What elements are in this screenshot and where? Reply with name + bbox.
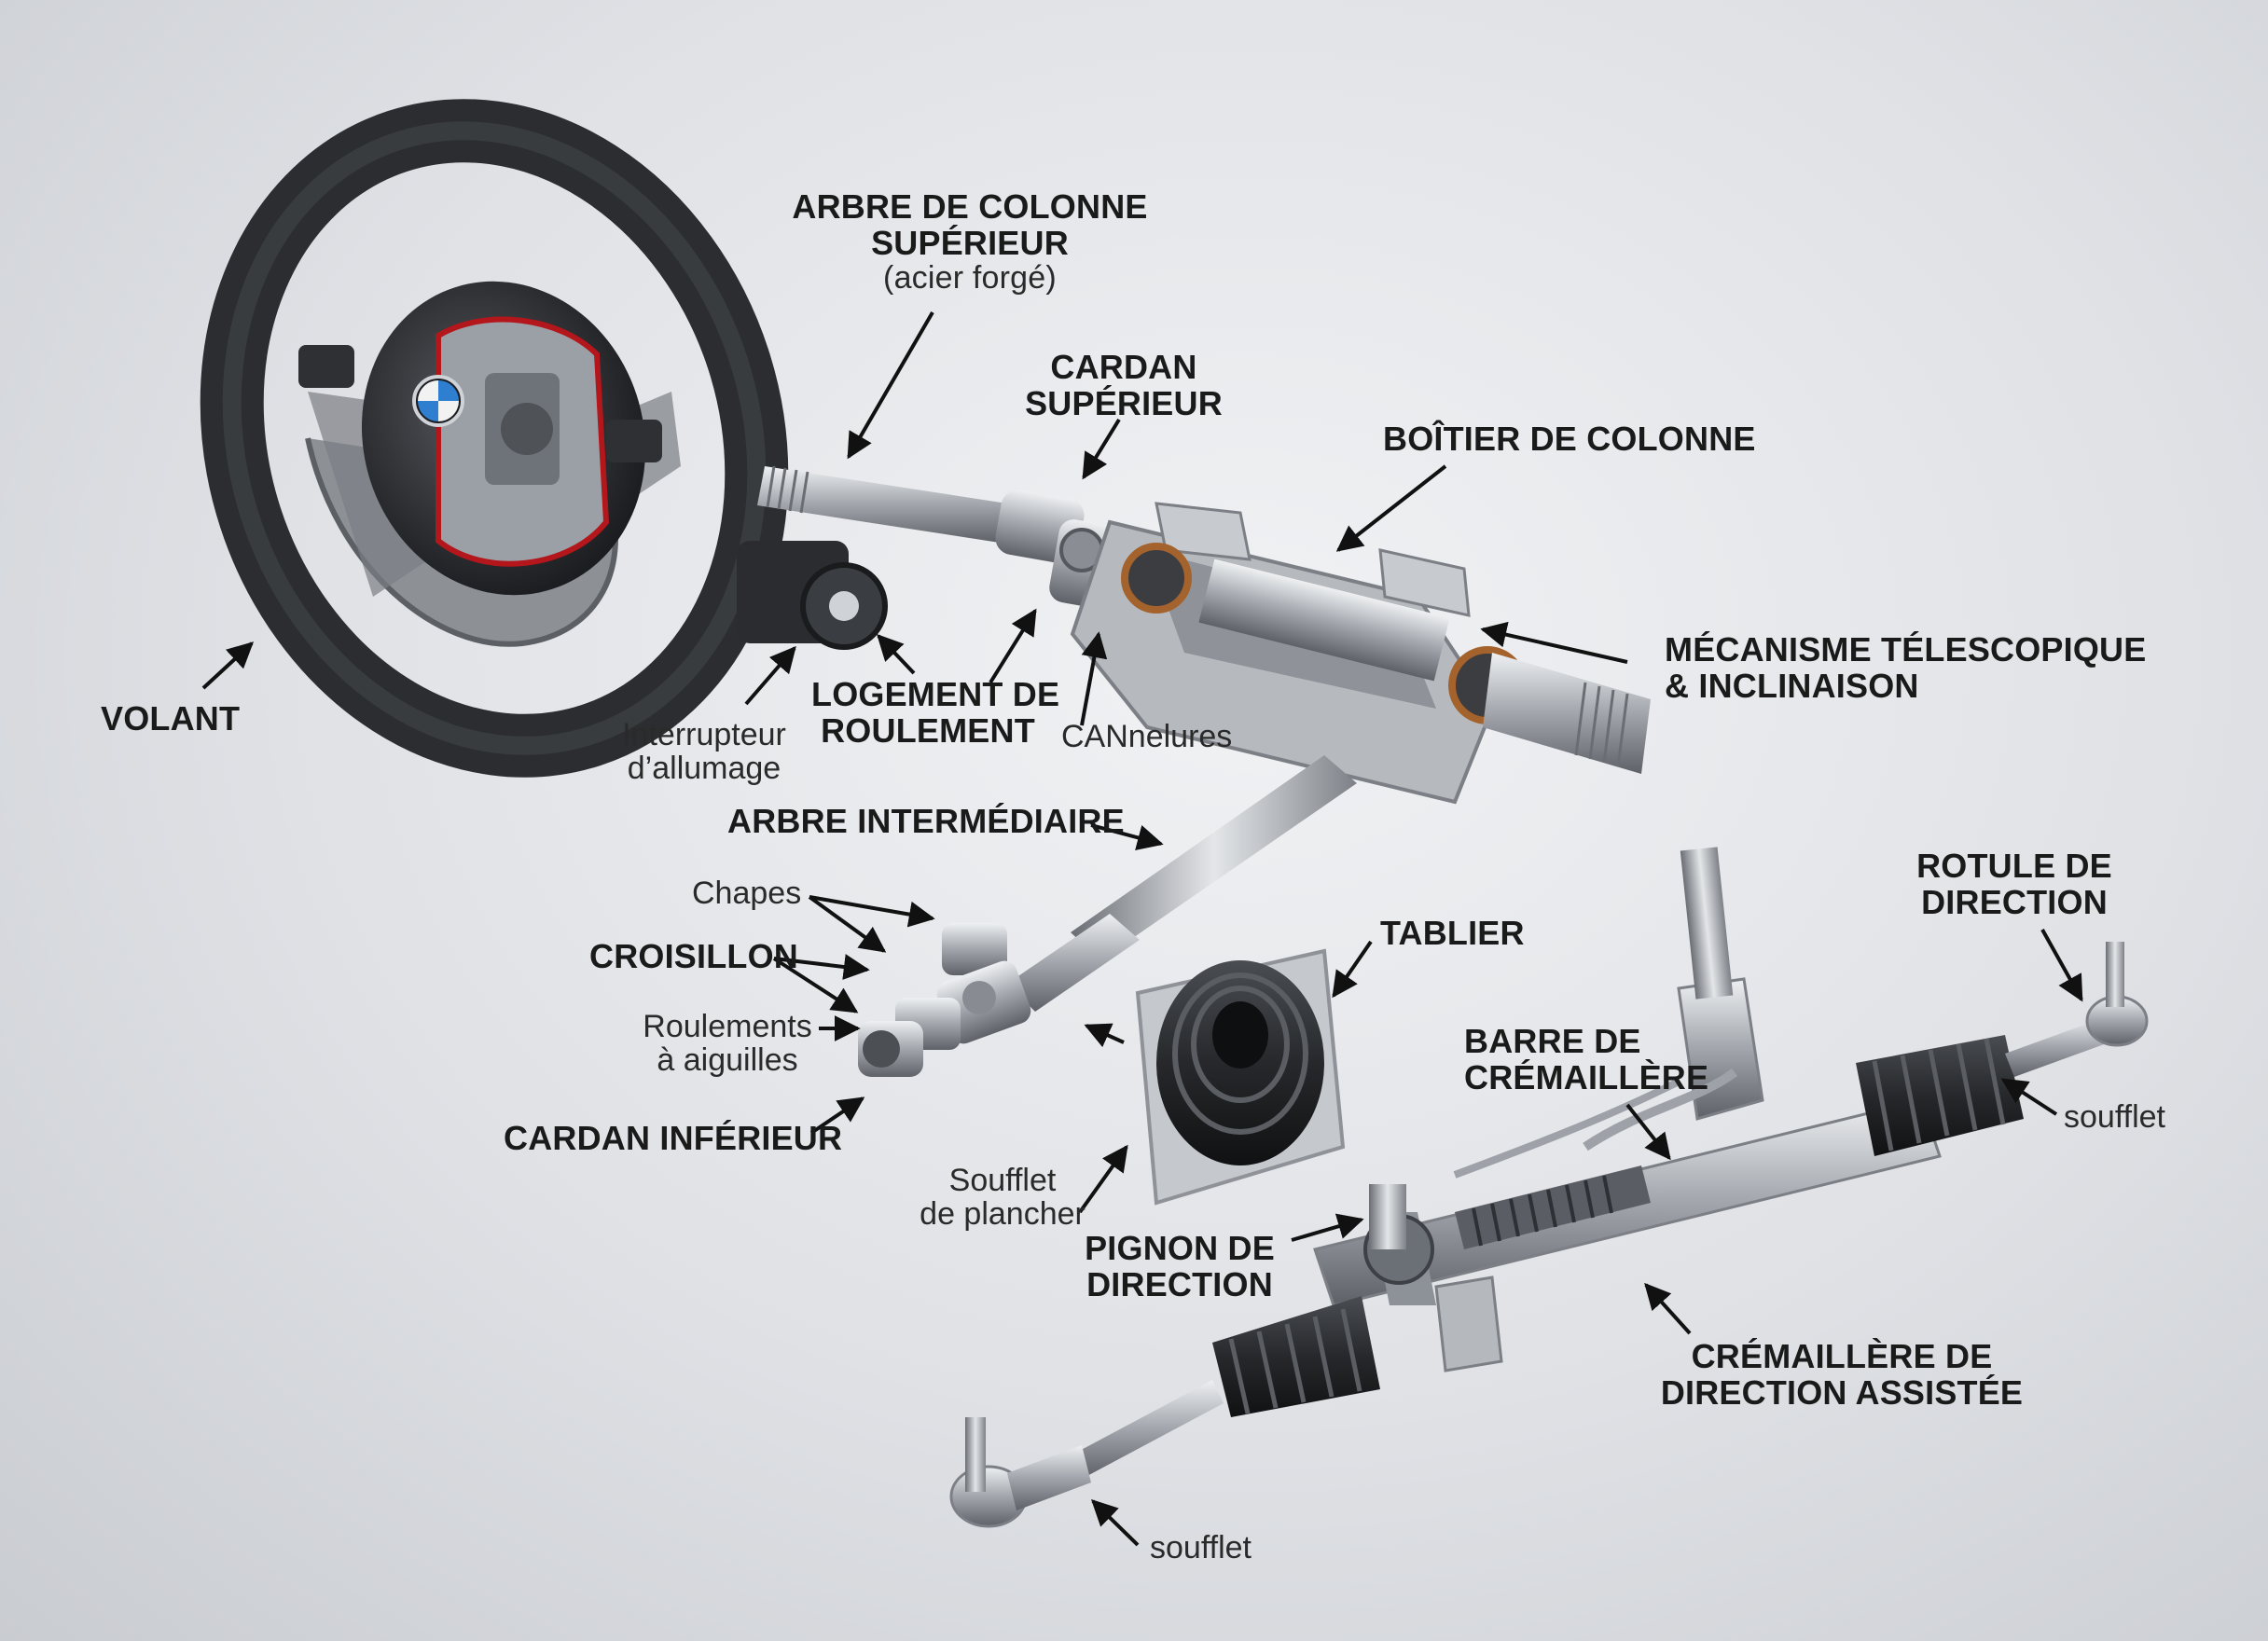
label-steering-pinion: PIGNON DE DIRECTION bbox=[1085, 1229, 1275, 1303]
label-cross-spider: CROISILLON bbox=[589, 937, 798, 975]
left-rack-boot bbox=[1212, 1296, 1380, 1417]
label-upper-column-shaft: ARBRE DE COLONNE SUPÉRIEUR (acier forgé) bbox=[788, 188, 1152, 296]
label-floor-boot: Soufflet de plancher bbox=[920, 1163, 1086, 1233]
label-power-steering-rack: CRÉMAILLÈRE DE DIRECTION ASSISTÉE bbox=[1660, 1337, 2024, 1412]
label-firewall: TABLIER bbox=[1380, 914, 1525, 952]
leader-arrows bbox=[201, 310, 2083, 1547]
label-needle-bearings: Roulements à aiguilles bbox=[643, 1009, 812, 1079]
floor-boot bbox=[1135, 948, 1346, 1206]
label-column-housing: BOÎTIER DE COLONNE bbox=[1383, 420, 1756, 458]
label-rack-bar: BARRE DE CRÉMAILLÈRE bbox=[1464, 1022, 1709, 1096]
label-left-boot: soufflet bbox=[1150, 1530, 1252, 1565]
intermediate-shaft bbox=[1007, 755, 1357, 1012]
label-upper-column-shaft-note: (acier forgé) bbox=[883, 260, 1057, 296]
label-lower-universal-joint: CARDAN INFÉRIEUR bbox=[504, 1119, 843, 1157]
upper-column-shaft bbox=[757, 465, 1007, 543]
label-splines: CANnelures bbox=[1061, 719, 1233, 754]
lower-universal-joint bbox=[858, 923, 1031, 1077]
label-tie-rod-end: ROTULE DE DIRECTION bbox=[1916, 847, 2112, 921]
label-upper-universal-joint: CARDAN SUPÉRIEUR bbox=[1025, 348, 1223, 422]
label-telescopic-tilt-mechanism: MÉCANISME TÉLESCOPIQUE & INCLINAISON bbox=[1665, 630, 2147, 705]
bmw-logo-icon bbox=[412, 375, 464, 427]
steering-wheel bbox=[200, 99, 789, 778]
pinion-gear bbox=[1363, 1184, 1434, 1285]
column-housing bbox=[1070, 502, 1651, 805]
label-bearing-housing: LOGEMENT DE ROULEMENT bbox=[811, 675, 1060, 750]
right-tie-rod-end bbox=[2005, 942, 2149, 1077]
right-rack-boot bbox=[1856, 1035, 2024, 1156]
label-intermediate-shaft: ARBRE INTERMÉDIAIRE bbox=[727, 802, 1125, 840]
label-right-boot: soufflet bbox=[2064, 1099, 2166, 1135]
label-steering-wheel: VOLANT bbox=[101, 699, 241, 738]
ignition-switch bbox=[737, 541, 888, 650]
left-tie-rod-end bbox=[949, 1380, 1224, 1528]
label-ignition-switch: Interrupteur d’allumage bbox=[622, 717, 786, 787]
steering-rack bbox=[949, 847, 2149, 1528]
label-yokes: Chapes bbox=[692, 876, 802, 911]
